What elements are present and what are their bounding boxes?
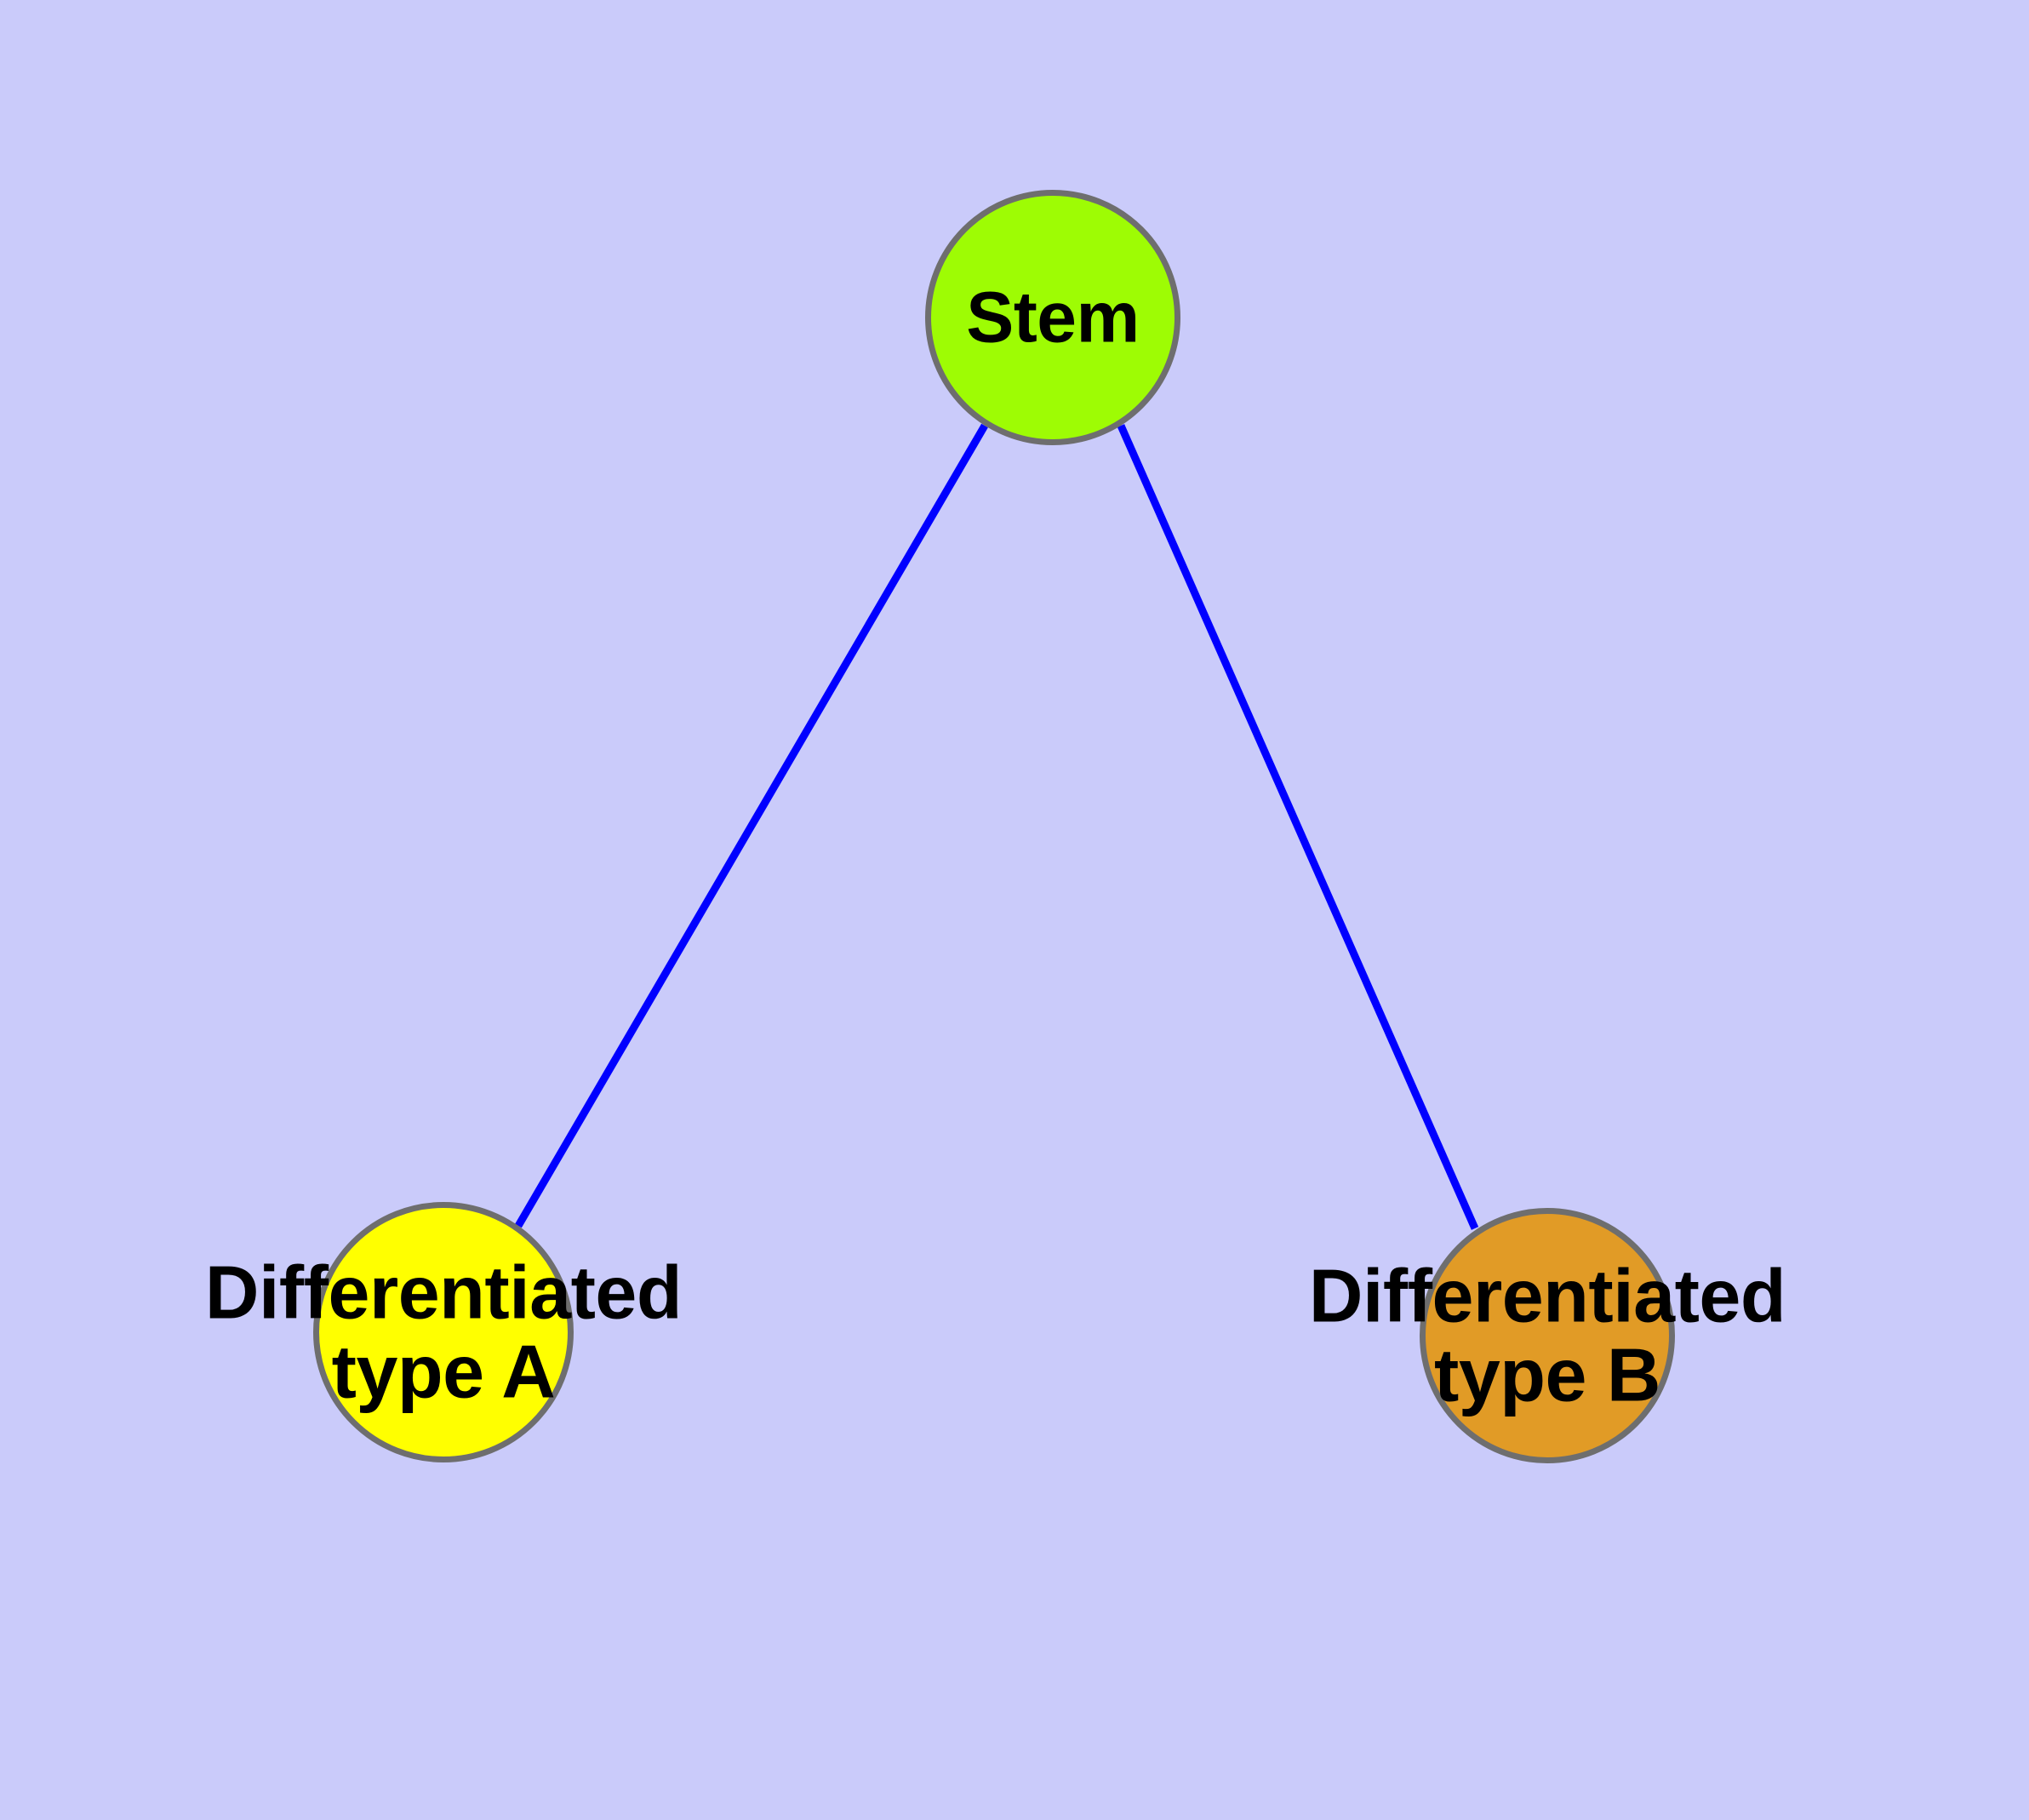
edge-stem-to-b: [1117, 424, 1479, 1230]
node-diff-b[interactable]: [1420, 1208, 1675, 1463]
edges-layer: [515, 423, 1479, 1230]
node-stem[interactable]: [925, 190, 1180, 445]
edge-stem-to-a: [515, 423, 988, 1228]
node-diff-a[interactable]: [313, 1202, 574, 1462]
nodes-layer: [313, 190, 1675, 1463]
